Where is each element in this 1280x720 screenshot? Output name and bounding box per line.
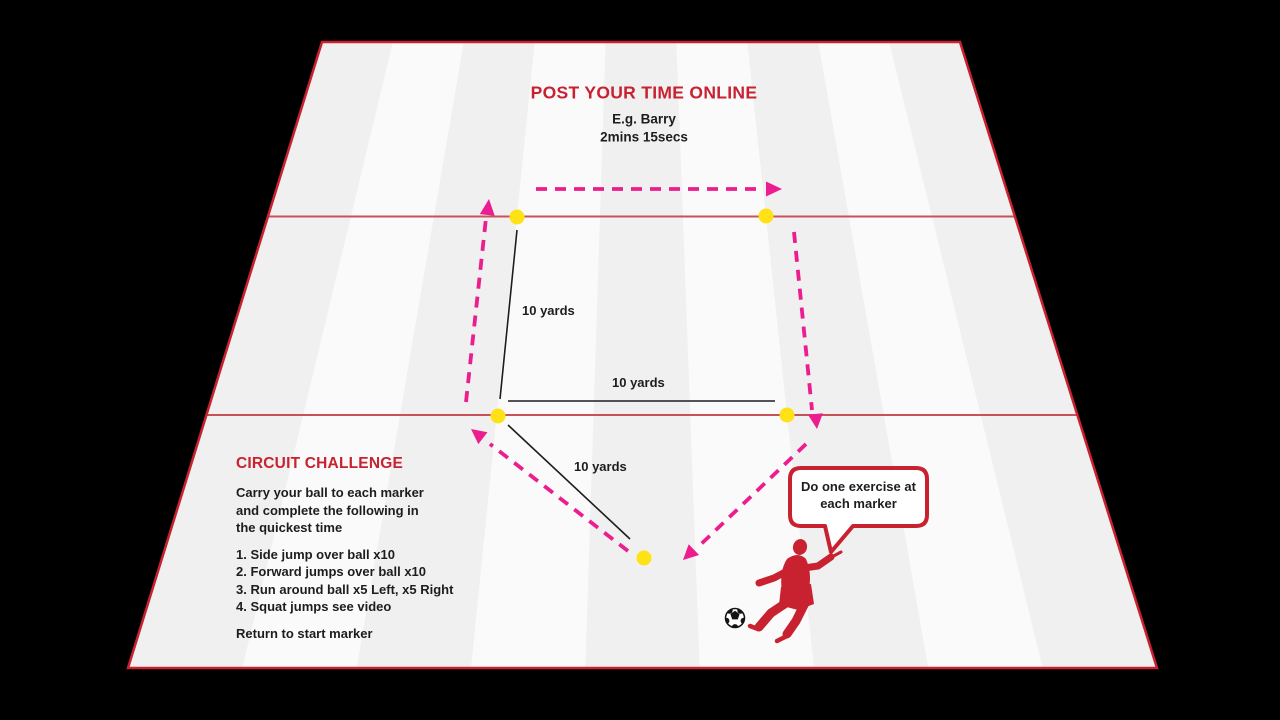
circuit-step: 4. Squat jumps see video (236, 599, 392, 614)
pitch-stripes (242, 42, 1043, 668)
circuit-step: 2. Forward jumps over ball x10 (236, 564, 427, 579)
player-figure (747, 539, 843, 644)
cone-markers (490, 208, 795, 566)
distance-label-middle: 10 yards (612, 375, 665, 390)
marker-top-right (758, 208, 774, 224)
arrowhead-up (479, 199, 495, 216)
example-time: 2mins 15secs (600, 129, 688, 145)
soccer-ball-icon (724, 607, 746, 629)
marker-top-left (509, 209, 525, 225)
route-arrow-down-right-side (792, 231, 814, 411)
distance-label-left: 10 yards (522, 303, 575, 318)
bubble-line-1: Do one exercise at (801, 479, 916, 494)
measurement-lines (499, 229, 775, 540)
circuit-step: 3. Run around ball x5 Left, x5 Right (236, 581, 454, 597)
speech-bubble-text: Do one exercise at each marker (790, 478, 927, 512)
marker-bottom-right (779, 407, 795, 423)
measure-line-left (499, 229, 518, 400)
circuit-intro: Carry your ball to each marker and comple… (236, 484, 536, 537)
marker-bottom-center (636, 550, 652, 566)
circuit-route (464, 181, 823, 560)
marker-bottom-left (490, 408, 506, 424)
circuit-intro-line: Carry your ball to each marker (236, 485, 424, 500)
measure-line-diagonal (507, 424, 631, 540)
circuit-steps: 1. Side jump over ball x10 2. Forward jum… (236, 546, 536, 616)
circuit-footer: Return to start marker (236, 625, 536, 643)
speech-bubble (788, 466, 929, 554)
arrowhead-down-left (683, 544, 700, 560)
bubble-line-2: each marker (820, 496, 897, 511)
pitch-field (126, 40, 1159, 670)
circuit-step: 1. Side jump over ball x10 (236, 546, 395, 562)
route-arrow-back-to-start (488, 442, 630, 553)
route-arrow-up-left-side (464, 217, 488, 403)
arrowhead-up-left (471, 429, 488, 445)
circuit-intro-line: the quickest time (236, 520, 343, 535)
example-name: E.g. Barry (612, 111, 676, 127)
route-arrow-to-center-marker (695, 442, 808, 550)
pitch-border (126, 40, 1159, 670)
circuit-challenge-panel: CIRCUIT CHALLENGE Carry your ball to eac… (236, 455, 536, 651)
arrowhead-down (808, 413, 823, 429)
distance-label-diagonal: 10 yards (574, 459, 627, 474)
circuit-title: CIRCUIT CHALLENGE (236, 455, 404, 472)
arrowhead-right (766, 181, 782, 197)
circuit-footer-line: Return to start marker (236, 625, 373, 641)
circuit-intro-line: and complete the following in (236, 502, 419, 518)
post-time-title: POST YOUR TIME ONLINE (530, 82, 758, 103)
